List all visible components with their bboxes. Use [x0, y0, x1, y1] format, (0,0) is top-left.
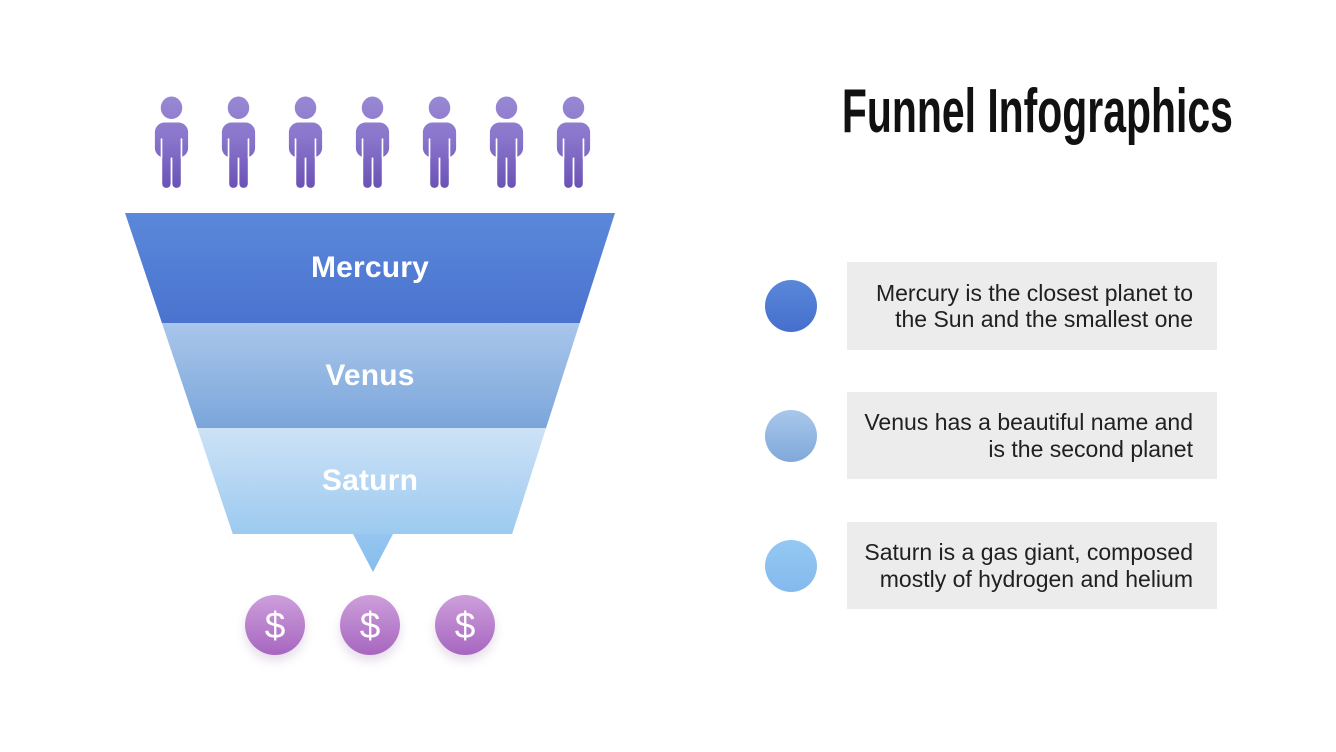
person-icon: [154, 96, 189, 188]
legend-text-line: is the second planet: [988, 435, 1193, 462]
audience-row: [150, 95, 596, 189]
right-column: Funnel Infographics Mercury is the close…: [765, 0, 1233, 752]
funnel-stage-label: Saturn: [321, 464, 419, 497]
person-icon: [556, 96, 591, 188]
dollar-sign: $: [454, 604, 476, 646]
funnel-chart: Mercury Venus Saturn: [125, 213, 615, 534]
person-icon: [355, 96, 390, 188]
legend-row-mercury: Mercury is the closest planet to the Sun…: [765, 262, 1217, 350]
legend-row-saturn: Saturn is a gas giant, composed mostly o…: [765, 522, 1217, 609]
dollar-icon: $: [340, 595, 400, 655]
funnel-stage-mercury: Mercury: [125, 213, 615, 323]
legend-box-mercury: Mercury is the closest planet to the Sun…: [847, 262, 1217, 350]
legend-text-line: Mercury is the closest planet to: [875, 279, 1193, 306]
legend-box-venus: Venus has a beautiful name and is the se…: [847, 392, 1217, 479]
funnel-stage-venus: Venus: [125, 323, 615, 428]
page-title: Funnel Infographics: [841, 77, 1233, 146]
funnel-stage-label: Venus: [325, 358, 415, 392]
dollar-sign: $: [264, 604, 286, 646]
legend-text-line: Venus has a beautiful name and: [864, 409, 1193, 435]
revenue-row: $ $ $: [245, 595, 495, 655]
person-icon: [489, 96, 524, 188]
dollar-icon: $: [435, 595, 495, 655]
legend-text-line: mostly of hydrogen and helium: [879, 565, 1193, 592]
legend-box-saturn: Saturn is a gas giant, composed mostly o…: [847, 522, 1217, 609]
legend-text-line: the Sun and the smallest one: [895, 306, 1193, 332]
legend-text-line: Saturn is a gas giant, composed: [864, 539, 1193, 565]
legend-bullet-mercury: [765, 280, 817, 332]
legend-row-venus: Venus has a beautiful name and is the se…: [765, 392, 1217, 479]
dollar-icon: $: [245, 595, 305, 655]
funnel-stage-label: Mercury: [310, 251, 430, 284]
person-icon: [221, 96, 256, 188]
legend-bullet-venus: [765, 409, 817, 462]
legend-bullet-saturn: [765, 539, 817, 592]
funnel-spout: [353, 534, 393, 572]
dollar-sign: $: [359, 604, 381, 646]
person-icon: [288, 96, 323, 188]
funnel-stage-saturn: Saturn: [125, 428, 615, 534]
person-icon: [422, 96, 457, 188]
